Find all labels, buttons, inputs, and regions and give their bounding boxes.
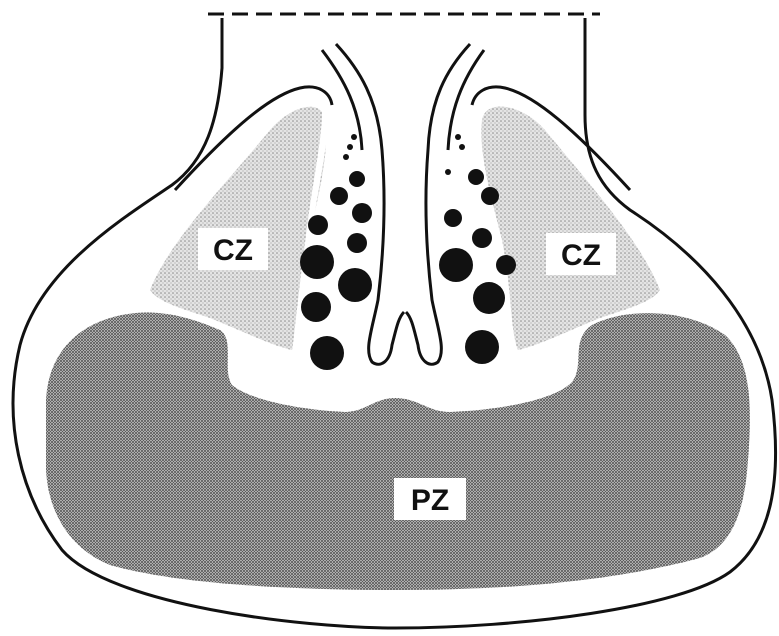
gland-dot — [445, 169, 451, 175]
label-cz-left: CZ — [198, 228, 268, 270]
label-pz-text: PZ — [411, 484, 449, 517]
peripheral-zone — [46, 312, 750, 590]
urethra-left-outer — [336, 44, 404, 364]
gland-dot — [473, 282, 505, 314]
gland-dot — [349, 171, 365, 187]
central-zone-right — [481, 107, 660, 350]
gland-dot — [455, 134, 461, 140]
gland-dot — [343, 154, 349, 160]
gland-dot — [465, 330, 499, 364]
gland-dot — [481, 187, 499, 205]
label-cz-right: CZ — [546, 233, 616, 275]
gland-dot — [347, 233, 367, 253]
label-pz: PZ — [394, 478, 466, 520]
gland-dot — [351, 134, 357, 140]
label-cz-left-text: CZ — [213, 234, 253, 267]
gland-dot — [301, 292, 331, 322]
gland-dot — [459, 144, 465, 150]
gland-dot — [352, 203, 372, 223]
gland-dot — [347, 144, 353, 150]
gland-dot — [338, 268, 372, 302]
gland-dot — [308, 215, 328, 235]
gland-dot — [439, 248, 473, 282]
gland-dot — [300, 245, 334, 279]
label-cz-right-text: CZ — [561, 239, 601, 272]
gland-dot — [468, 169, 484, 185]
gland-dot — [310, 336, 344, 370]
gland-dot — [496, 255, 516, 275]
gland-dot — [444, 209, 462, 227]
gland-dot — [472, 228, 492, 248]
gland-dot — [330, 187, 348, 205]
